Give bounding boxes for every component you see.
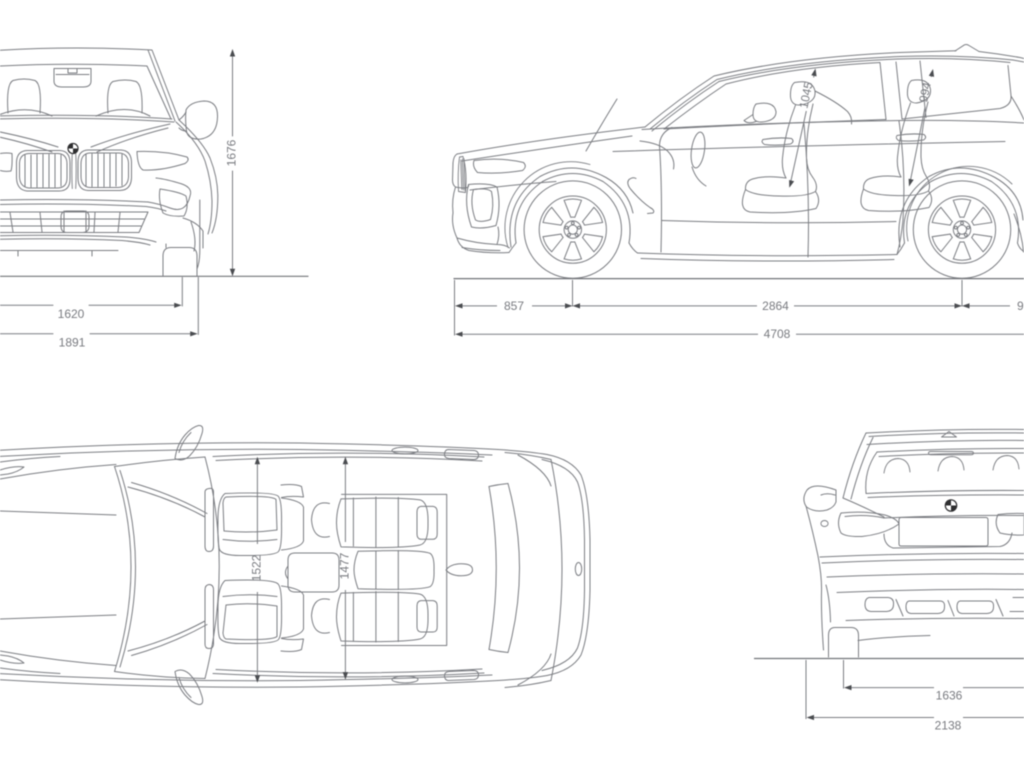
svg-text:957: 957	[1017, 299, 1024, 313]
svg-text:2138: 2138	[935, 719, 962, 733]
svg-text:2864: 2864	[762, 299, 789, 313]
svg-text:857: 857	[504, 299, 524, 313]
svg-text:1477: 1477	[338, 552, 352, 579]
svg-text:1522: 1522	[250, 554, 264, 581]
svg-text:994: 994	[916, 81, 934, 104]
svg-text:1045: 1045	[796, 80, 815, 109]
svg-text:1636: 1636	[936, 689, 963, 703]
svg-text:4708: 4708	[764, 327, 791, 341]
svg-text:1620: 1620	[58, 307, 85, 321]
svg-text:1891: 1891	[59, 336, 86, 350]
svg-text:1676: 1676	[225, 139, 239, 166]
